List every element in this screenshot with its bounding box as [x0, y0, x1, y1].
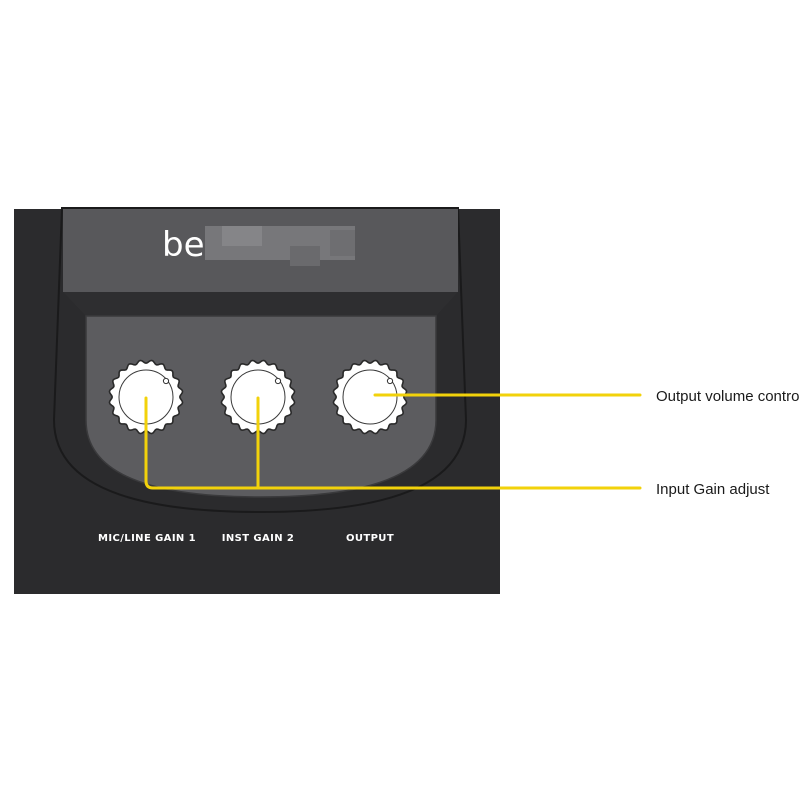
- input-gain-callout-line: [144, 396, 642, 490]
- knob-indicator-dot: [274, 377, 282, 385]
- label-mic-line-gain-1: MIC/LINE GAIN 1: [98, 533, 196, 544]
- callout-input-gain-adjust: Input Gain adjust: [656, 481, 770, 498]
- label-output: OUTPUT: [346, 533, 394, 544]
- knob-indicator-dot: [386, 377, 394, 385]
- callout-lines: [144, 393, 642, 490]
- knob-output[interactable]: [332, 359, 408, 435]
- knob-indicator-dot: [162, 377, 170, 385]
- callout-output-volume-control: Output volume control: [656, 388, 800, 405]
- brand-logo: be: [162, 225, 205, 265]
- knob-cap: [342, 369, 398, 425]
- logo-blur: [205, 226, 355, 266]
- top-panel-bevel: [63, 292, 458, 316]
- label-inst-gain-2: INST GAIN 2: [222, 533, 294, 544]
